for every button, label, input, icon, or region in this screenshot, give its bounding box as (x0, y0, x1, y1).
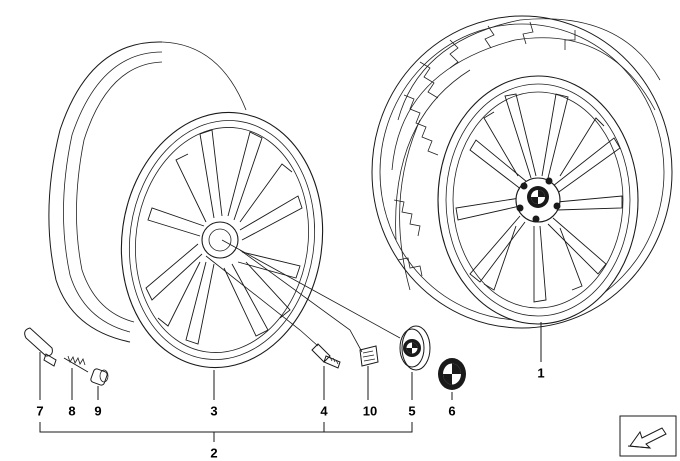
assembly-guide-lines (205, 239, 401, 353)
label-part-2: 2 (210, 445, 218, 461)
tyre-wheel-assembly (371, 15, 673, 329)
label-part-4: 4 (320, 403, 328, 419)
arrow-stamp-icon (619, 415, 677, 457)
alloy-rim (48, 41, 324, 369)
tread-blocks (393, 21, 576, 277)
tread-groove-3 (395, 69, 471, 241)
right-wheel-spokes (455, 93, 623, 303)
valve-cap (90, 368, 109, 386)
label-part-6: 6 (448, 403, 456, 419)
wheel-bolt (311, 343, 341, 369)
label-part-5: 5 (408, 403, 416, 419)
emblem (438, 358, 466, 390)
balance-weight (359, 345, 379, 367)
tread-groove-1 (397, 18, 661, 121)
label-part-3: 3 (210, 403, 218, 419)
valve-stem (24, 327, 57, 367)
hub-cap (399, 325, 431, 371)
lug-hole-5 (516, 204, 524, 212)
left-wheel-spokes (145, 129, 303, 345)
tread-groove-4 (399, 119, 421, 291)
label-part-9: 9 (94, 403, 102, 419)
lug-hole-3 (553, 202, 561, 210)
rim-barrel-top (161, 41, 247, 111)
lug-hole-1 (520, 182, 528, 190)
left-hub-bore (208, 228, 232, 252)
rim-lip (445, 83, 631, 317)
valve-insert (63, 355, 89, 373)
emblem-logo-icon (527, 186, 549, 208)
leader-lines (39, 322, 542, 442)
left-hub (201, 221, 239, 259)
tread-groove-2 (391, 37, 656, 171)
rim-barrel-groove-2 (76, 61, 163, 323)
label-part-8: 8 (68, 403, 76, 419)
rim-front-lip (128, 120, 316, 360)
tyre-outer-edge (371, 15, 673, 329)
rim-barrel-back (48, 41, 163, 343)
rim-front-inner (134, 127, 310, 353)
lug-hole-2 (545, 177, 553, 185)
label-part-1: 1 (537, 365, 545, 381)
lug-hole-4 (532, 215, 540, 223)
rim-barrel-groove-1 (63, 51, 163, 333)
rim-inner-edge (452, 91, 624, 309)
label-part-7: 7 (36, 403, 44, 419)
label-part-10: 10 (362, 403, 378, 419)
